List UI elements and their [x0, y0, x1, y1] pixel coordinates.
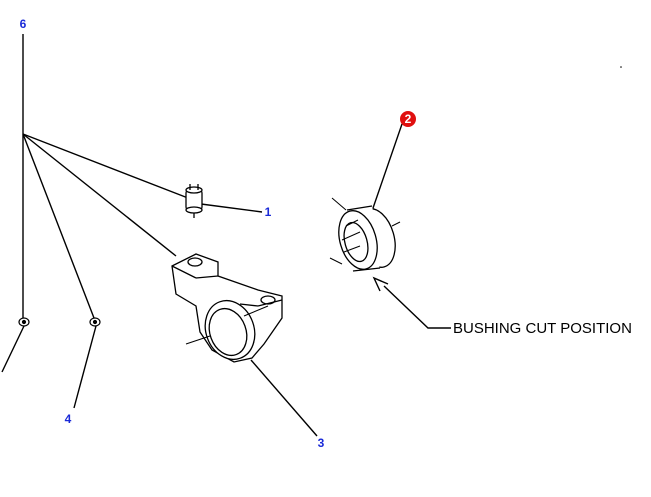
- leader-1: [200, 203, 263, 213]
- leader-bushing-note: [383, 285, 451, 329]
- part-2-bushing: [329, 197, 401, 272]
- callout-3[interactable]: 3: [318, 436, 325, 450]
- part-4-nut: [89, 317, 101, 327]
- leader-6-to-4: [22, 133, 95, 319]
- leader-lines: [1, 34, 451, 437]
- leader-3: [250, 359, 318, 437]
- arrowhead: [372, 276, 389, 292]
- leader-6-to-3: [22, 133, 177, 257]
- callout-4[interactable]: 4: [65, 412, 72, 426]
- stray-dot: [620, 66, 622, 68]
- bolt-left: [18, 317, 30, 327]
- part-3-cap: [171, 253, 283, 363]
- leader-4: [73, 325, 97, 409]
- callout-2-badge[interactable]: 2: [400, 111, 416, 127]
- bushing-cut-position-label: BUSHING CUT POSITION: [453, 320, 632, 337]
- callout-6[interactable]: 6: [20, 17, 27, 31]
- leader-6-to-1: [22, 133, 189, 199]
- callout-2[interactable]: 2: [405, 112, 412, 126]
- part-1-sleeve: [185, 184, 203, 218]
- leader-left-bolt: [1, 325, 25, 373]
- callout-1[interactable]: 1: [265, 205, 272, 219]
- leader-2: [371, 123, 403, 212]
